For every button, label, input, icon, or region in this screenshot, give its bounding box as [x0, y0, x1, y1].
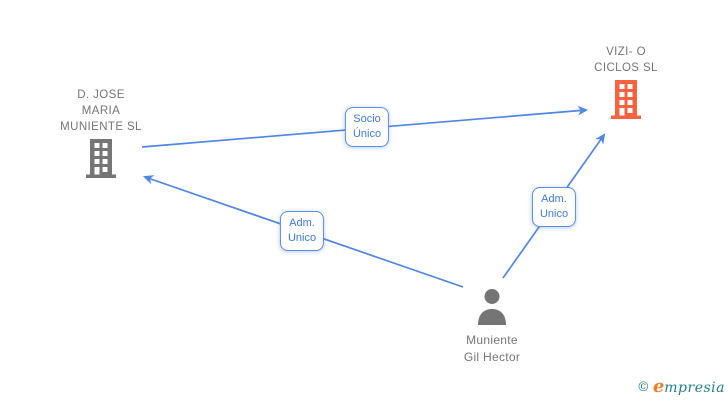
- brand-name-rest: mpresia: [664, 380, 725, 396]
- edge-label-line: Socio: [353, 113, 381, 125]
- node-company-jose-maria-muniente[interactable]: D. JOSE MARIA MUNIENTE SL: [41, 87, 161, 183]
- edge-label-adm-unico-right: Adm. Unico: [531, 187, 577, 227]
- copyright-icon: ©: [636, 380, 650, 395]
- company-name-line: MUNIENTE SL: [60, 121, 142, 133]
- edge-label-line: Adm.: [289, 217, 315, 229]
- edge-label-line: Unico: [287, 232, 317, 244]
- empresia-watermark: ©empresia: [637, 376, 725, 397]
- person-icon: [432, 287, 552, 330]
- building-icon: [41, 138, 161, 183]
- person-name-line: Gil Hector: [463, 350, 521, 364]
- company-name-line: CICLOS SL: [594, 62, 658, 74]
- edge-label-line: Único: [352, 128, 382, 140]
- node-company-vizi-o-ciclos[interactable]: VIZI- O CICLOS SL: [566, 44, 686, 124]
- edge-label-adm-unico-left: Adm. Unico: [279, 211, 325, 251]
- company-name-line: MARIA: [81, 105, 121, 117]
- node-person-muniente-gil-hector[interactable]: Muniente Gil Hector: [432, 284, 552, 366]
- company-name-line: VIZI- O: [606, 46, 646, 58]
- person-name-label: Muniente Gil Hector: [432, 332, 552, 366]
- person-name-line: Muniente: [466, 333, 518, 347]
- company-name-label: VIZI- O CICLOS SL: [566, 44, 686, 76]
- edge-label-line: Adm.: [541, 193, 567, 205]
- building-icon: [566, 79, 686, 124]
- brand-letter-e: e: [652, 376, 665, 397]
- company-name-label: D. JOSE MARIA MUNIENTE SL: [41, 87, 161, 135]
- edge-label-socio-unico: Socio Único: [344, 107, 390, 147]
- edge-label-line: Unico: [539, 208, 569, 220]
- company-name-line: D. JOSE: [77, 89, 125, 101]
